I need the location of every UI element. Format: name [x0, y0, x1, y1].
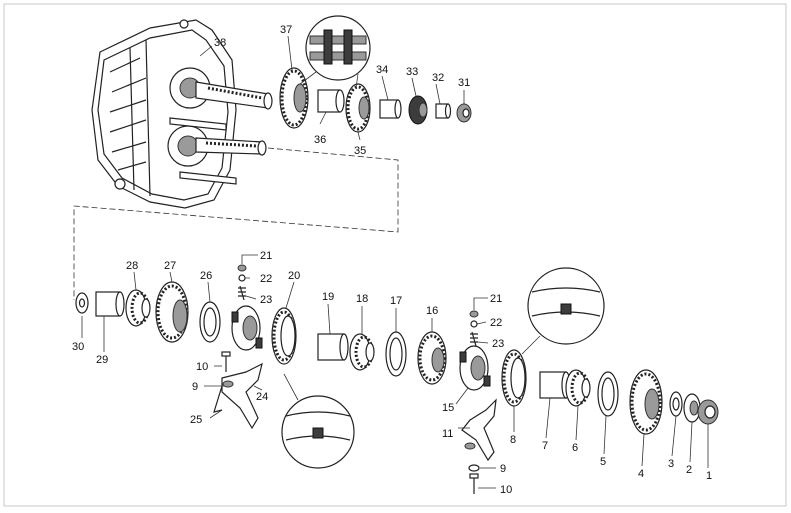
label-part-36: 36	[314, 134, 326, 146]
gear-33	[408, 95, 428, 125]
label-part-2: 2	[686, 464, 692, 476]
label-part-22-left: 22	[260, 273, 272, 285]
gear-27	[155, 281, 189, 343]
label-part-19: 19	[322, 291, 334, 303]
gearbox-housing	[91, 19, 237, 209]
label-part-28: 28	[126, 260, 138, 272]
label-part-32: 32	[432, 72, 444, 84]
gear-4	[629, 369, 663, 435]
spacer-32	[435, 103, 452, 119]
label-part-9-right: 9	[500, 463, 506, 475]
label-part-34: 34	[376, 64, 388, 76]
label-part-8: 8	[510, 434, 516, 446]
label-part-25: 25	[190, 414, 202, 426]
hub-23-left	[231, 305, 263, 351]
bush-29	[95, 291, 125, 317]
label-part-33: 33	[406, 66, 418, 78]
label-part-18: 18	[356, 293, 368, 305]
nut-1	[697, 399, 719, 425]
gear-37	[279, 67, 309, 129]
label-part-21-left: 21	[260, 250, 272, 262]
ring-26	[199, 301, 221, 343]
label-part-16: 16	[426, 305, 438, 317]
label-part-37: 37	[280, 24, 292, 36]
detail-callout-top	[299, 15, 371, 89]
label-part-11: 11	[442, 428, 453, 440]
frame-border	[3, 3, 787, 507]
leader-lines	[81, 35, 709, 489]
label-part-35: 35	[354, 145, 366, 157]
detent-parts-21-22-23-right	[469, 310, 479, 347]
label-part-7: 7	[542, 440, 548, 452]
label-part-10-left: 10	[196, 361, 208, 373]
fork-11	[461, 398, 497, 462]
main-shaft	[195, 81, 273, 110]
axis-line	[73, 147, 399, 300]
ring-5	[597, 371, 619, 417]
label-part-21-right: 21	[490, 293, 502, 305]
gear-16	[417, 331, 447, 385]
label-part-29: 29	[96, 354, 108, 366]
label-part-15: 15	[442, 402, 454, 414]
detail-callout-left	[281, 373, 355, 469]
bearing-18	[349, 333, 375, 371]
washer-30	[75, 292, 89, 314]
label-part-31: 31	[458, 77, 470, 89]
label-part-38: 38	[214, 37, 226, 49]
nut-31	[456, 103, 472, 123]
bush-34	[379, 99, 402, 119]
washer-3	[669, 391, 683, 417]
ring-17	[385, 331, 407, 377]
part-labels: 1 2 3 4 5 6 7 8 9 10 11 15 23 22 21 16 1…	[72, 24, 712, 496]
label-part-10-right: 10	[500, 484, 512, 496]
label-part-4: 4	[638, 468, 644, 480]
label-part-6: 6	[572, 442, 578, 454]
label-part-3: 3	[668, 458, 674, 470]
detail-callout-right	[521, 267, 605, 355]
label-part-20: 20	[288, 270, 300, 282]
counter-shaft	[169, 117, 267, 185]
label-part-23-left: 23	[260, 294, 272, 306]
sleeve-20	[271, 307, 297, 365]
label-part-9-left: 9	[192, 381, 198, 393]
label-part-17: 17	[390, 295, 402, 307]
gear-35	[345, 83, 371, 133]
sleeve-8	[501, 349, 527, 407]
label-part-1: 1	[706, 470, 712, 482]
bush-7	[539, 371, 571, 399]
label-part-30: 30	[72, 341, 84, 353]
label-part-24: 24	[256, 391, 268, 403]
label-part-26: 26	[200, 270, 212, 282]
detent-parts-21-22-23-left	[237, 264, 247, 301]
hub-23-right	[459, 345, 491, 391]
bush-19	[317, 333, 349, 361]
bearing-6	[565, 369, 591, 407]
label-part-23-right: 23	[492, 338, 504, 350]
bearing-28	[125, 289, 151, 327]
label-part-22-right: 22	[490, 317, 502, 329]
label-part-27: 27	[164, 260, 176, 272]
bearing-2	[683, 393, 701, 423]
fork-24-25	[213, 351, 263, 430]
label-part-5: 5	[600, 456, 606, 468]
bush-36	[317, 89, 345, 113]
screw-9-10	[468, 464, 480, 494]
